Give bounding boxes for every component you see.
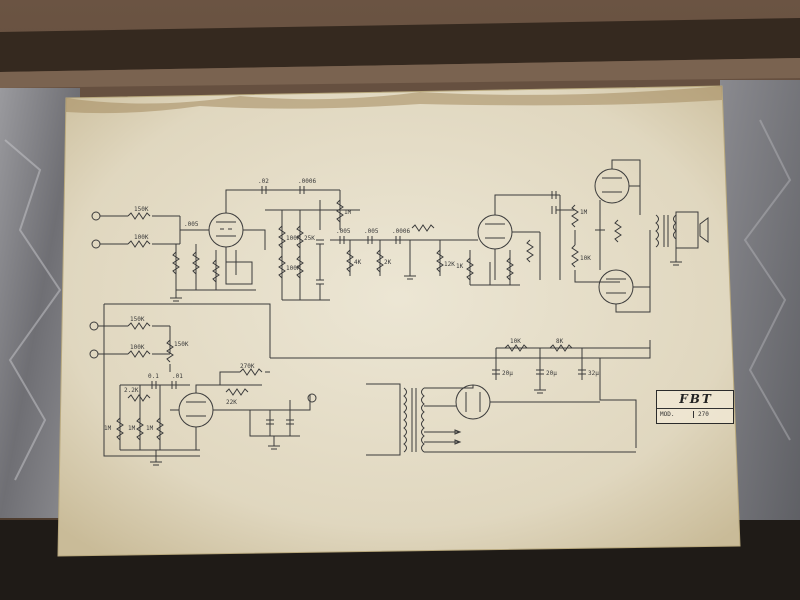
label-r10: 25K — [304, 235, 315, 242]
label-r24: 1M — [104, 425, 112, 432]
resistor-r16 — [411, 224, 435, 232]
component-labels: 150K 100K 150K 100K .005 .02 .0006 1M .0… — [104, 178, 599, 432]
cap-c7 — [395, 236, 401, 244]
resistor-r1 — [127, 212, 151, 220]
resistor-r17 — [466, 257, 474, 281]
resistor-r20 — [571, 244, 579, 268]
metal-crinkle-right — [743, 119, 792, 441]
title-block: FBT MOD. 270 — [656, 390, 734, 424]
label-r8: 100K — [286, 235, 301, 242]
label-r27: 2.2K — [124, 387, 139, 394]
resistor-r11 — [296, 255, 304, 279]
paper-top-stain — [66, 86, 722, 114]
label-r-gate: 150K — [174, 341, 189, 348]
label-r1: 150K — [134, 206, 149, 213]
cap-c11 — [536, 369, 544, 375]
speaker-box — [675, 211, 699, 249]
cap-c5 — [339, 236, 345, 244]
cap-c13 — [151, 381, 157, 389]
label-r25: 1M — [128, 425, 136, 432]
resistor-r27 — [127, 394, 151, 402]
label-r15: 12K — [444, 261, 455, 268]
resistor-r28 — [225, 388, 249, 396]
schematic-paper — [57, 85, 741, 557]
cap-c15 — [266, 419, 274, 425]
resistor-r18 — [506, 257, 514, 281]
resistor-r3 — [127, 322, 151, 330]
resistor-r21 — [614, 219, 622, 243]
resistor-r10 — [296, 225, 304, 249]
resistor-r13 — [346, 249, 354, 273]
label-c14: .01 — [172, 373, 183, 380]
label-r14: 2K — [384, 259, 392, 266]
label-c6: .005 — [364, 228, 379, 235]
label-c5: .005 — [336, 228, 351, 235]
label-c13: 0.1 — [148, 373, 159, 380]
resistor-r14 — [376, 249, 384, 273]
power-transformer — [403, 387, 425, 453]
cap-c8 — [551, 191, 557, 199]
label-r3: 150K — [130, 316, 145, 323]
label-r19: 1M — [580, 209, 588, 216]
label-c0: .005 — [184, 221, 199, 228]
resistor-r15 — [436, 249, 444, 273]
label-r2: 100K — [134, 234, 149, 241]
brand-label: FBT — [679, 392, 713, 406]
cap-c6 — [367, 236, 373, 244]
cap-c2 — [299, 186, 305, 194]
label-r28: 270K — [240, 363, 255, 370]
cap-c16 — [286, 419, 294, 425]
resistor-r23 — [549, 344, 573, 352]
title-block-divider — [657, 408, 733, 409]
label-r23: 8K — [556, 338, 564, 345]
cap-c14 — [171, 381, 177, 389]
label-r20: 10K — [580, 255, 591, 262]
wood-dark-band — [0, 18, 800, 72]
label-c2: .0006 — [298, 178, 316, 185]
wood-light-band — [0, 58, 800, 88]
label-r13: 4K — [354, 259, 362, 266]
resistor-r19 — [571, 204, 579, 228]
resistor-r6 — [192, 251, 200, 275]
resistor-r5 — [172, 251, 180, 275]
resistor-r9 — [278, 255, 286, 279]
resistor-r8 — [278, 225, 286, 249]
cap-c1 — [261, 186, 267, 194]
output-transformer — [655, 214, 677, 248]
label-r9: 100K — [286, 265, 301, 272]
resistor-r26 — [156, 417, 164, 441]
cap-c10 — [492, 369, 500, 375]
label-r-plate: 22K — [226, 399, 237, 406]
resistor-r25 — [136, 417, 144, 441]
cap-c12 — [578, 369, 586, 375]
label-r22: 10K — [510, 338, 521, 345]
metal-crinkle-left — [4, 139, 62, 481]
speaker-icon — [699, 217, 709, 243]
resistor-r24 — [116, 417, 124, 441]
model-label: MOD. — [660, 411, 675, 418]
output-jack — [307, 393, 317, 403]
resistor-r22 — [504, 344, 528, 352]
resistor-r4 — [127, 350, 151, 358]
label-c11: 20µ — [546, 370, 557, 377]
pot-box — [225, 261, 253, 285]
label-c1: .02 — [258, 178, 269, 185]
resistor-r12 — [336, 199, 344, 223]
label-r12: 1M — [344, 209, 352, 216]
label-r26: 1M — [146, 425, 154, 432]
resistor-r7 — [212, 259, 220, 283]
label-r4: 100K — [130, 344, 145, 351]
label-c7: .0006 — [392, 228, 410, 235]
model-value: 270 — [693, 411, 709, 418]
resistor-r2 — [127, 240, 151, 248]
schematic — [89, 159, 709, 466]
label-c10: 20µ — [502, 370, 513, 377]
label-r17: 1K — [456, 263, 464, 270]
label-c12: 32µ — [588, 370, 599, 377]
